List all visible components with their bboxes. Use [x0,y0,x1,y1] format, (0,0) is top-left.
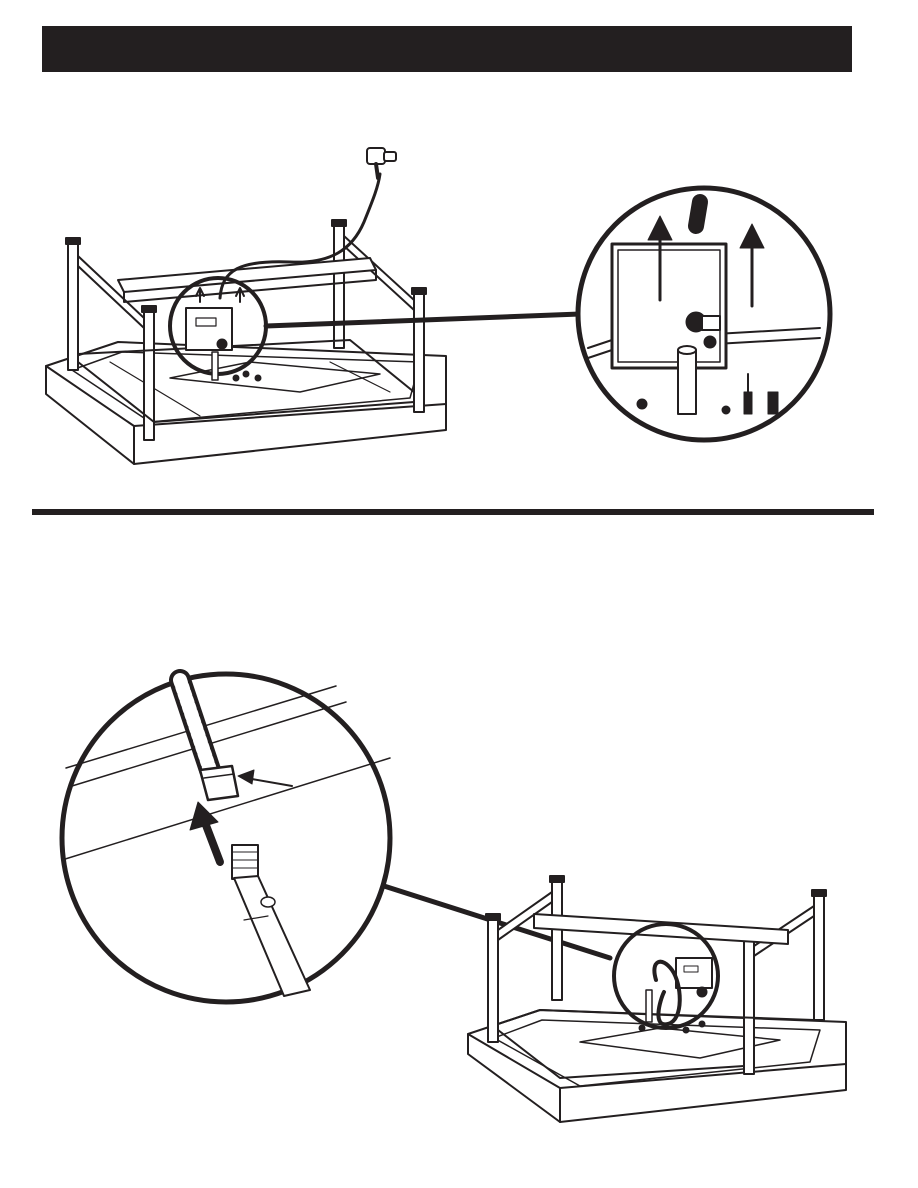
step-1-illustration [0,130,918,470]
magnified-detail-circle [62,674,390,1002]
step-2-illustration [0,640,918,1180]
table-frame-illustration [468,876,846,1122]
section-divider [32,509,874,515]
magnified-detail-circle [578,188,830,440]
header-bar [42,26,852,72]
table-frame-illustration [46,220,446,464]
